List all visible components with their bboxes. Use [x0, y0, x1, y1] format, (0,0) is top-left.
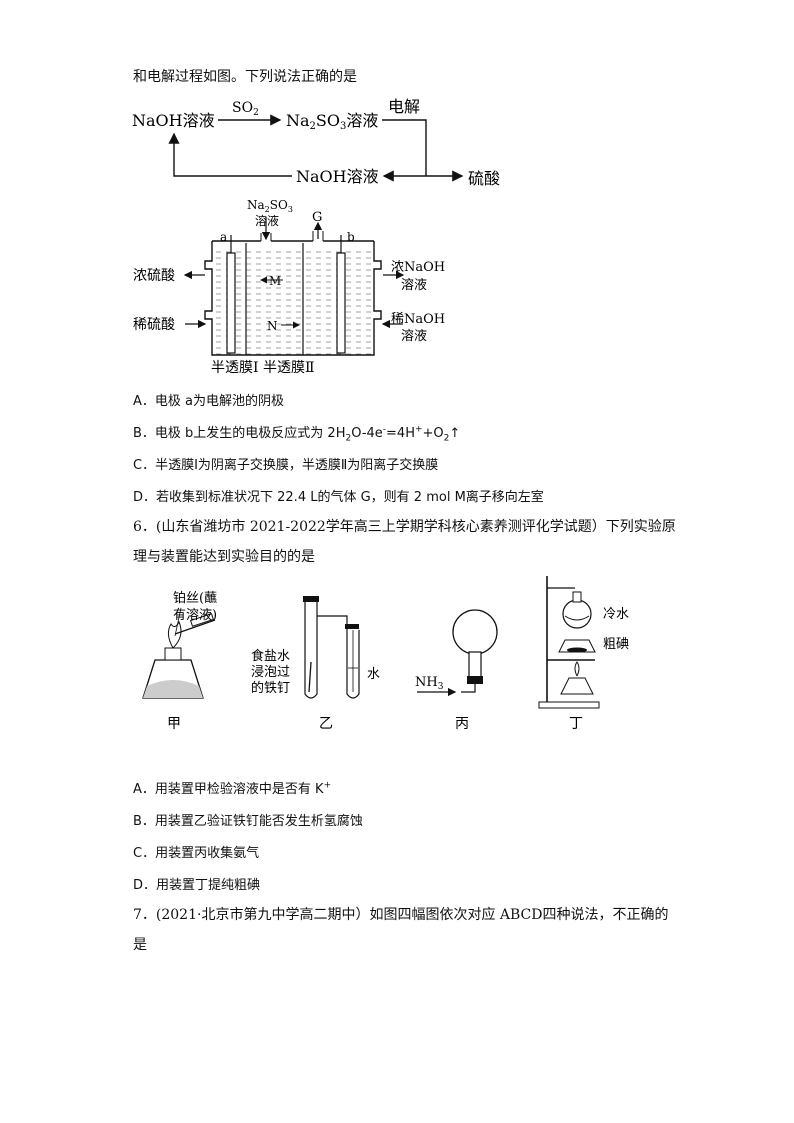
- flow-sulfuric: 硫酸: [468, 169, 500, 188]
- label-ding: 丁: [569, 716, 583, 732]
- flow-naoh-1: NaOH溶液: [132, 111, 215, 130]
- ion-n-label: N: [267, 319, 278, 333]
- q5-option-d: D．若收集到标准状况下 22.4 L的气体 G，则有 2 mol M离子移向左室: [133, 490, 544, 505]
- label-pt-wire-1: 铂丝(蘸: [173, 590, 217, 606]
- apparatus-jia-alcohol-lamp: [142, 607, 216, 699]
- label-crude-iodine: 粗碘: [603, 637, 629, 652]
- q5-option-a: A．电极 a为电解池的阴极: [133, 394, 284, 409]
- electrode-a-label: a: [220, 230, 227, 244]
- q5-option-c: C．半透膜Ⅰ为阴离子交换膜，半透膜Ⅱ为阳离子交换膜: [133, 458, 439, 473]
- label-nail-3: 的铁钉: [251, 680, 290, 696]
- q5-flow-diagram: NaOH溶液 SO2 Na2SO3溶液 电解 NaOH溶液 硫酸: [132, 97, 500, 188]
- label-water: 水: [367, 667, 380, 682]
- q6-option-c: C．用装置丙收集氨气: [133, 846, 260, 861]
- label-nail-1: 食盐水: [251, 648, 290, 664]
- label-yi: 乙: [319, 716, 333, 732]
- q5-option-b: B．电极 b上发生的电极反应式为 2H2O-4e-=4H++O2↑: [133, 424, 461, 444]
- dil-h2so4-label: 稀硫酸: [133, 317, 175, 333]
- label-bing: 丙: [455, 716, 469, 732]
- conc-naoh-label-2: 溶液: [401, 278, 427, 293]
- apparatus-yi-test-tubes: [303, 596, 360, 699]
- q5-stem-tail: 和电解过程如图。下列说法正确的是: [133, 69, 357, 85]
- membranes-label: 半透膜Ⅰ 半透膜Ⅱ: [211, 360, 315, 375]
- label-cold-water: 冷水: [603, 607, 629, 622]
- cell-na2so3-label: Na2SO3: [247, 198, 293, 214]
- q7-stem-line-1: 7．(2021·北京市第九中学高二期中）如图四幅图依次对应 ABCD四种说法，不…: [133, 907, 669, 923]
- q6-apparatus-figure: 铂丝(蘸 有溶液) 甲 食盐水 浸泡过 的铁钉 水 乙 NH3 丙 冷水 粗碘: [142, 576, 629, 732]
- electrode-b-label: b: [347, 230, 355, 244]
- flow-na2so3: Na2SO3溶液: [286, 111, 378, 132]
- cell-solution-label: 溶液: [255, 213, 279, 228]
- conc-naoh-label-1: 浓NaOH: [391, 260, 445, 275]
- ion-m-label: M: [269, 274, 281, 288]
- q6-stem-line-1: 6．(山东省潍坊市 2021-2022学年高三上学期学科核心素养测评化学试题）下…: [133, 519, 676, 535]
- flow-so2: SO2: [232, 100, 259, 118]
- q6-option-d: D．用装置丁提纯粗碘: [133, 878, 261, 893]
- label-nail-2: 浸泡过: [251, 665, 290, 680]
- cell-gas-g: G: [312, 210, 322, 225]
- q7-stem-line-2: 是: [133, 937, 147, 953]
- q6-option-b: B．用装置乙验证铁钉能否发生析氢腐蚀: [133, 814, 363, 829]
- conc-h2so4-label: 浓硫酸: [133, 268, 175, 284]
- dil-naoh-label-2: 溶液: [401, 329, 427, 344]
- label-pt-wire-2: 有溶液): [173, 608, 217, 623]
- label-nh3: NH3: [415, 675, 444, 692]
- apparatus-bing-flask: [452, 609, 498, 693]
- flow-naoh-2: NaOH溶液: [296, 167, 379, 186]
- dil-naoh-label-1: 稀NaOH: [391, 312, 445, 327]
- apparatus-ding-sublimation: [538, 576, 600, 709]
- q5-electrolysis-cell: Na2SO3 溶液 G a b 浓硫酸 稀硫酸 浓NaOH 溶液 稀NaOH 溶…: [133, 198, 445, 375]
- label-jia: 甲: [167, 716, 181, 732]
- q6-option-a: A．用装置甲检验溶液中是否有 K+: [133, 780, 332, 797]
- q6-stem-line-2: 理与装置能达到实验目的的是: [133, 549, 315, 565]
- flow-electrolysis: 电解: [388, 97, 420, 116]
